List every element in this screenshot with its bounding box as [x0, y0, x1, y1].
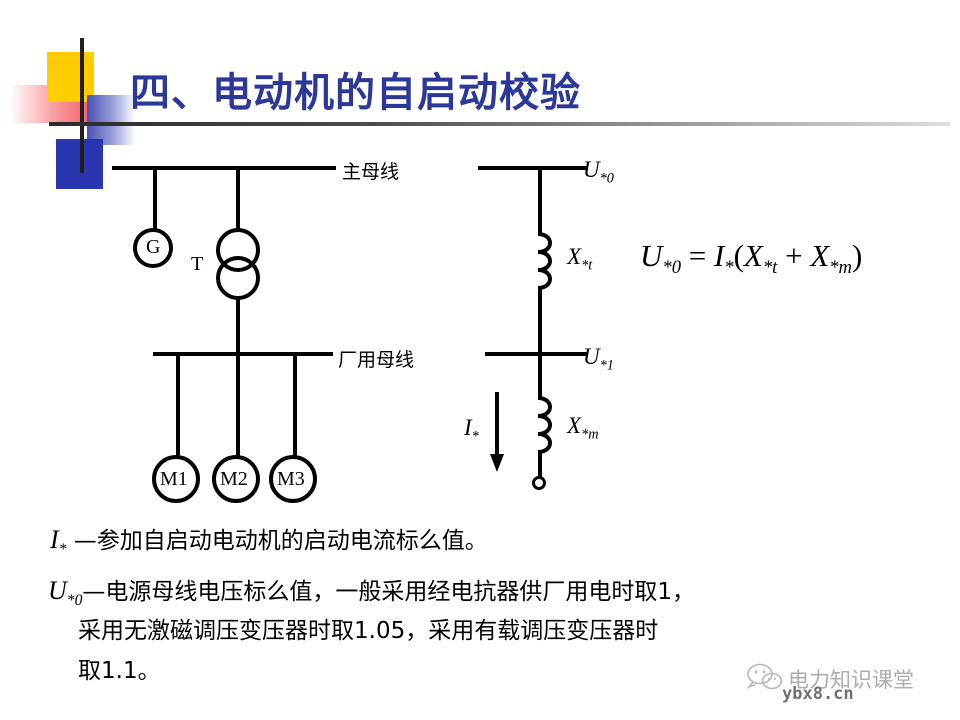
note-line-1: I* —参加自启动电动机的启动电流标么值。 — [50, 527, 488, 558]
plant-bus-bar — [153, 352, 333, 356]
motor-1-symbol — [152, 455, 200, 503]
transformer-label: T — [191, 253, 204, 275]
motor-2-label: M2 — [220, 468, 248, 490]
reactance-xm-label: X*m — [567, 413, 599, 443]
terminal-lead-line — [538, 450, 542, 478]
node-u1-label: U*1 — [583, 344, 614, 374]
note-1-text: —参加自启动电动机的启动电流标么值。 — [73, 528, 488, 554]
motor-branch-line — [538, 354, 542, 400]
note-line-2: U*0—电源母线电压标么值，一般采用经电抗器供厂用电时取1， — [48, 578, 695, 609]
current-label: I* — [464, 415, 479, 445]
motor-3-feeder-line — [293, 354, 297, 456]
motor-3-symbol — [269, 455, 317, 503]
wechat-icon — [746, 663, 783, 690]
main-bus-bar — [112, 166, 336, 170]
note-2-text: —电源母线电压标么值，一般采用经电抗器供厂用电时取1， — [82, 579, 696, 605]
transformer-lower-line — [236, 298, 240, 354]
equivalent-top-node-bar — [478, 166, 588, 170]
top-branch-line — [538, 168, 542, 236]
note-line-4: 取1.1。 — [78, 658, 161, 684]
watermark-url: ybx8.cn — [782, 684, 854, 704]
note-2-symbol: U*0 — [48, 576, 83, 610]
node-u0-label: U*0 — [583, 157, 614, 187]
motor-1-feeder-line — [176, 354, 180, 456]
main-bus-label: 主母线 — [342, 161, 400, 183]
motor-3-label: M3 — [277, 468, 305, 490]
equivalent-mid-node-bar — [485, 352, 588, 356]
motor-2-feeder-line — [236, 354, 240, 456]
watermark-channel: 电力知识课堂 — [788, 668, 914, 692]
generator-feeder-line — [153, 168, 157, 230]
open-terminal-symbol — [532, 476, 546, 490]
generator-symbol — [133, 228, 173, 268]
reactance-xm-coil — [537, 396, 552, 454]
motor-1-label: M1 — [160, 468, 188, 490]
reactance-xt-coil — [537, 232, 552, 290]
motor-2-symbol — [212, 455, 260, 503]
watermark: 电力知识课堂 ybx8.cn — [746, 662, 956, 712]
transformer-winding-secondary — [216, 256, 260, 300]
note-line-3: 采用无激磁调压变压器时取1.05，采用有载调压变压器时 — [78, 618, 659, 644]
logo-blue-gradient-block — [87, 95, 135, 145]
page-title: 四、电动机的自启动校验 — [130, 69, 581, 116]
equation-u0: U*0 = I*(X*t + X*m) — [640, 238, 863, 279]
plant-bus-label: 厂用母线 — [338, 349, 415, 371]
generator-label: G — [146, 236, 161, 258]
logo-blue-block — [56, 139, 103, 189]
current-arrow-icon — [490, 392, 504, 472]
reactance-xt-label: X*t — [567, 244, 593, 274]
transformer-upper-line — [236, 168, 240, 230]
title-divider-rule — [49, 122, 950, 126]
logo-vertical-rule — [80, 38, 84, 173]
note-1-symbol: I* — [50, 525, 67, 559]
logo-yellow-block — [47, 52, 94, 102]
mid-branch-line — [538, 288, 542, 354]
